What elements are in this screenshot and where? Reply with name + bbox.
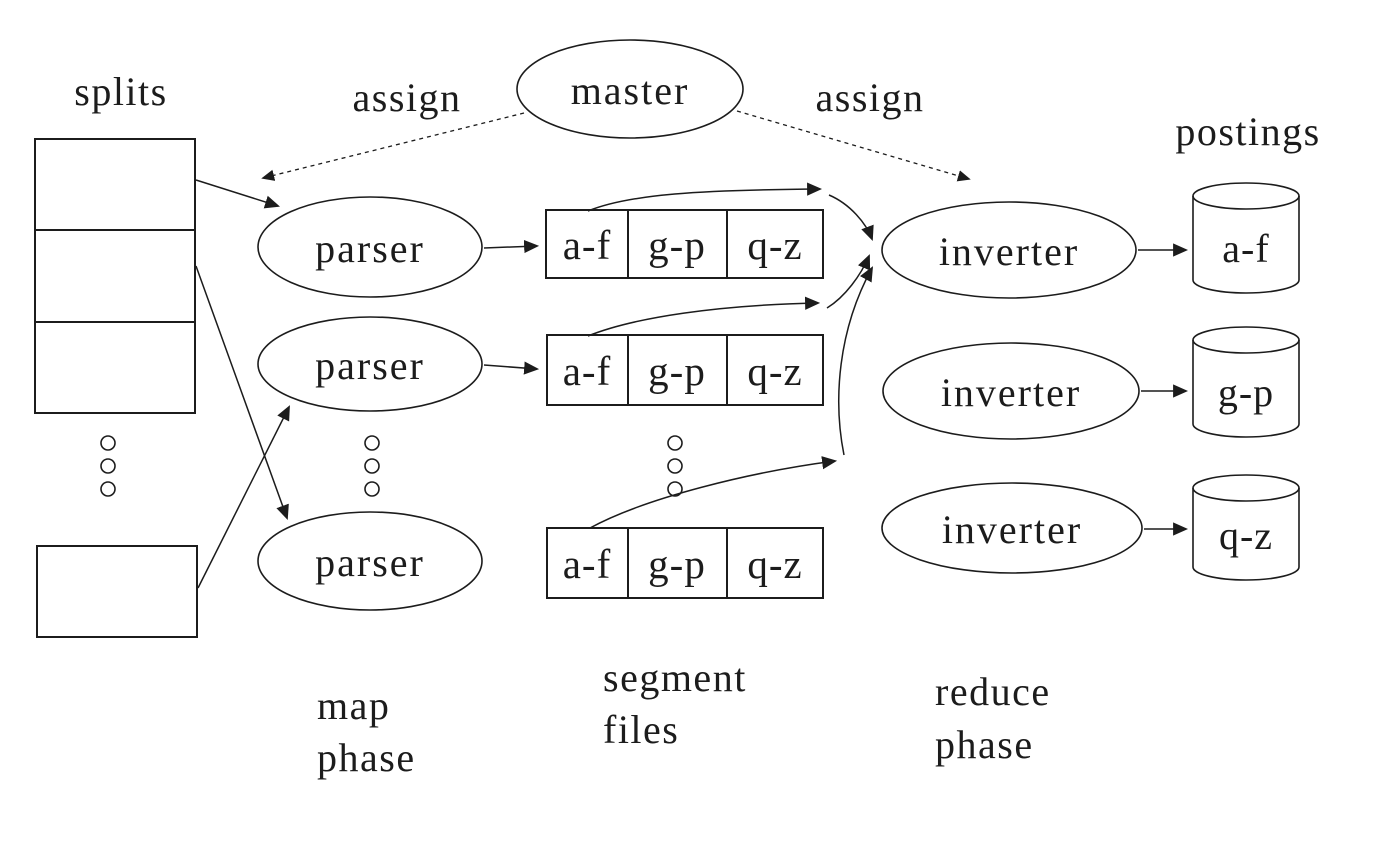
split-to-parser2-arrow <box>197 405 290 589</box>
dot <box>100 435 116 451</box>
splits-ellipsis-dots <box>100 435 116 497</box>
segment-cell: a-f <box>563 348 612 394</box>
reduce-phase-caption: reduce phase <box>935 669 1051 767</box>
map-phase-caption: map phase <box>317 683 416 780</box>
segment-cell: q-z <box>747 541 802 587</box>
dot <box>364 458 380 474</box>
master-label: master <box>571 68 690 113</box>
reduce-phase-line1: reduce <box>935 669 1051 714</box>
postings-caption: postings <box>1175 109 1320 154</box>
parser-node-1 <box>257 196 483 298</box>
segment-cell: g-p <box>648 541 706 587</box>
master-node <box>516 39 744 139</box>
dot <box>667 435 683 451</box>
parser-node-3 <box>257 511 483 611</box>
segment-row-2: a-f g-p q-z <box>546 334 824 406</box>
segment3-to-inverter1-arrow <box>838 266 874 456</box>
segment1-sweep-arrow <box>587 182 823 212</box>
postings-cylinder-gp: g-p <box>1192 326 1300 438</box>
inverter-3-label: inverter <box>942 507 1082 552</box>
segment-row-1: a-f g-p q-z <box>545 209 824 279</box>
parser-ellipsis-dots <box>364 435 380 497</box>
segment2-sweep-arrow <box>587 296 821 337</box>
postings-qz-label: q-z <box>1219 513 1273 558</box>
split-to-parser1-arrow <box>195 179 281 209</box>
split-to-parser3-arrow <box>195 265 289 520</box>
inverter-node-3 <box>881 482 1143 574</box>
parser-3-label: parser <box>315 540 425 585</box>
assign-arrow-to-inverter <box>736 110 971 182</box>
segment-row-3: a-f g-p q-z <box>546 527 824 599</box>
split-box-last <box>36 545 198 638</box>
segment-row-1-box <box>545 209 824 279</box>
dot <box>100 481 116 497</box>
segment-row-2-box <box>546 334 824 406</box>
dot <box>667 458 683 474</box>
postings-cylinder-af: a-f <box>1192 182 1300 294</box>
dot <box>364 435 380 451</box>
parser-2-label: parser <box>315 343 425 388</box>
splits-stack <box>34 138 196 414</box>
parser-1-label: parser <box>315 226 425 271</box>
inverter-2-label: inverter <box>941 370 1081 415</box>
inverter-node-1 <box>881 201 1137 299</box>
assign-right-label: assign <box>816 75 925 120</box>
segment3-sweep-arrow <box>589 456 838 529</box>
splits-caption: splits <box>74 69 167 114</box>
assign-left-label: assign <box>353 75 462 120</box>
segment-cell: g-p <box>648 222 706 268</box>
map-phase-line2: phase <box>317 735 416 780</box>
segment1-to-inverter1-arrow <box>828 194 874 241</box>
postings-af-label: a-f <box>1222 226 1269 271</box>
map-phase-line1: map <box>317 683 390 728</box>
segment-files-line1: segment <box>603 655 747 700</box>
split-box-group <box>34 138 196 414</box>
parser-node-2 <box>257 316 483 412</box>
dot <box>364 481 380 497</box>
segment-row-3-box <box>546 527 824 599</box>
segment-files-line2: files <box>603 707 679 752</box>
segment-cell: g-p <box>648 348 706 394</box>
segment-ellipsis-dots <box>667 435 683 497</box>
parser2-to-segment-arrow <box>483 361 540 375</box>
segment-cell: a-f <box>563 541 612 587</box>
dot <box>667 481 683 497</box>
assign-arrow-to-parser <box>261 112 525 181</box>
reduce-phase-line2: phase <box>935 722 1034 767</box>
segment-cell: a-f <box>563 222 612 268</box>
parser1-to-segment-arrow <box>483 239 540 254</box>
inverter-1-label: inverter <box>939 229 1079 274</box>
segment-cell: q-z <box>747 222 802 268</box>
postings-cylinder-qz: q-z <box>1192 474 1300 581</box>
segment-cell: q-z <box>747 348 802 394</box>
segment2-to-inverter1-arrow <box>826 254 871 309</box>
inverter-node-2 <box>882 342 1140 440</box>
segment-files-caption: segment files <box>603 655 747 752</box>
dot <box>100 458 116 474</box>
postings-gp-label: g-p <box>1218 370 1274 415</box>
